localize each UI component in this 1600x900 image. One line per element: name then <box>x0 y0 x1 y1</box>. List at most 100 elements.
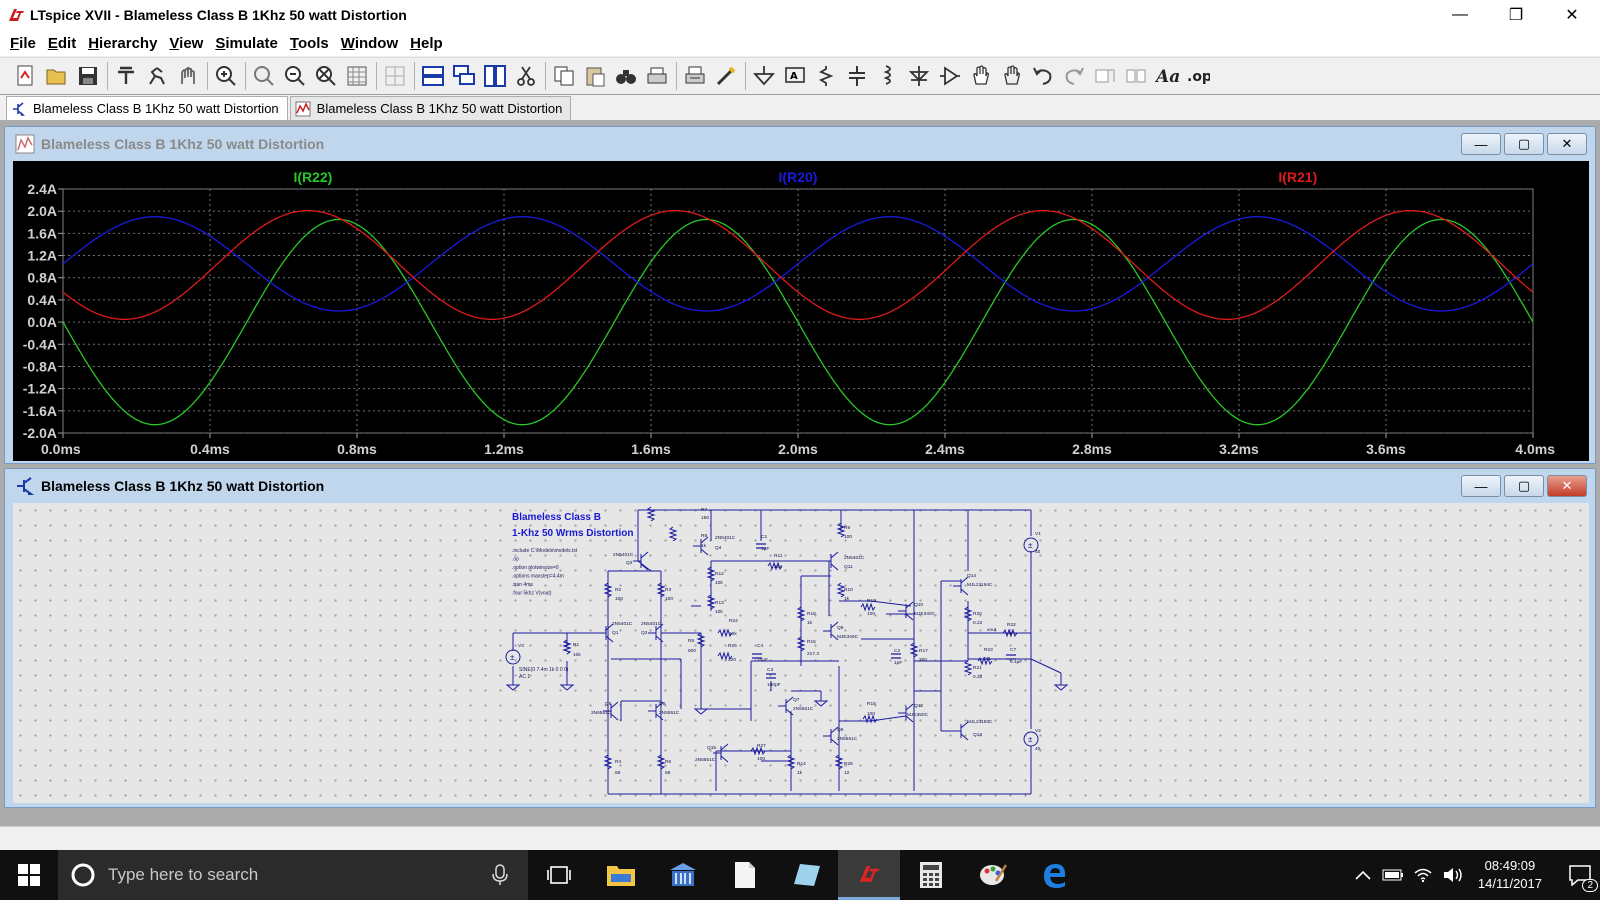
component-label[interactable]: 1k <box>844 596 850 602</box>
transistor[interactable] <box>633 551 649 571</box>
component-label[interactable]: 150 <box>701 515 709 521</box>
source-label[interactable]: AC 1 <box>519 674 530 680</box>
component-label[interactable]: 2N5401C <box>612 621 633 627</box>
menu-tools[interactable]: Tools <box>289 34 329 52</box>
transistor[interactable] <box>648 623 664 643</box>
zoom-out-button[interactable] <box>281 62 309 90</box>
open-button[interactable] <box>43 62 71 90</box>
zoom-fit-button[interactable] <box>312 62 340 90</box>
component-label[interactable]: V3 <box>518 643 524 649</box>
component-label[interactable]: 100 <box>665 596 673 602</box>
component-label[interactable]: R14 <box>797 761 806 767</box>
resistor[interactable] <box>706 594 716 610</box>
waveform-minimize-button[interactable]: — <box>1461 133 1501 155</box>
print-button[interactable] <box>643 62 671 90</box>
transistor[interactable] <box>953 576 969 596</box>
waveform-chart[interactable]: 2.4A2.0A1.6A1.2A0.8A0.4A0.0A-0.4A-0.8A-1… <box>13 161 1589 461</box>
control-panel-button[interactable] <box>652 850 714 900</box>
component-label[interactable]: R16 <box>807 611 816 617</box>
component-label[interactable]: R1 <box>573 642 579 648</box>
component-label[interactable]: Q7 <box>793 697 800 703</box>
component-label[interactable]: Q11 <box>844 564 853 570</box>
component-label[interactable]: C3 <box>767 667 773 673</box>
tile-vertical-button[interactable] <box>481 62 509 90</box>
mirror-button[interactable] <box>1122 62 1150 90</box>
component-label[interactable]: R21 <box>973 665 982 671</box>
calculator-button[interactable] <box>900 850 962 900</box>
schematic-maximize-button[interactable]: ▢ <box>1504 475 1544 497</box>
component-label[interactable]: Q3 <box>626 560 633 566</box>
component-label[interactable]: C2 <box>894 648 900 654</box>
ground-button[interactable] <box>750 62 778 90</box>
task-view-button[interactable] <box>528 850 590 900</box>
component-label[interactable]: 8 <box>1009 631 1012 637</box>
component-label[interactable]: 2N5401C <box>613 552 634 558</box>
component-label[interactable]: R22 <box>1007 622 1016 628</box>
component-label[interactable]: vout <box>987 627 997 633</box>
component-label[interactable]: 2N5551C <box>591 710 612 716</box>
component-label[interactable]: R17 <box>919 648 928 654</box>
component-label[interactable]: 2N5551C <box>837 736 858 742</box>
resistor[interactable] <box>836 582 846 598</box>
capacitor[interactable] <box>891 653 901 659</box>
halt-button[interactable] <box>174 62 202 90</box>
component-label[interactable]: R19 <box>867 598 876 604</box>
component-label[interactable]: 0.22 <box>973 620 983 626</box>
component-label[interactable]: Q14 <box>967 573 976 579</box>
capacitor[interactable] <box>752 653 762 659</box>
component-label[interactable]: Q15 <box>707 745 716 751</box>
restore-button[interactable]: ❐ <box>1508 7 1524 24</box>
run-button[interactable] <box>143 62 171 90</box>
capacitor[interactable] <box>766 673 776 679</box>
component-label[interactable]: R18 <box>867 701 876 707</box>
component-label[interactable]: 1µF <box>761 546 769 552</box>
component-label[interactable]: R10 <box>844 587 853 593</box>
zoom-in-button[interactable] <box>212 62 240 90</box>
taskbar-clock[interactable]: 08:49:09 14/11/2017 <box>1478 857 1542 893</box>
resistor[interactable] <box>977 656 993 666</box>
resistor[interactable] <box>786 754 796 770</box>
component-label[interactable]: C7 <box>1010 647 1016 653</box>
wire[interactable] <box>870 600 912 607</box>
control-panel-button[interactable] <box>112 62 140 90</box>
component-label[interactable]: R7 <box>701 507 707 513</box>
menu-view[interactable]: View <box>169 34 204 52</box>
voltage-source[interactable] <box>505 649 521 665</box>
component-label[interactable]: 2N5401C <box>641 621 662 627</box>
component-label[interactable]: 68 <box>665 770 671 776</box>
voltage-source[interactable] <box>1023 537 1039 553</box>
series-line[interactable] <box>62 218 1534 426</box>
resistor[interactable] <box>796 636 806 652</box>
component-label[interactable]: 0.22 <box>973 674 983 680</box>
text-button[interactable]: Aa <box>1153 62 1181 90</box>
resistor[interactable] <box>696 632 706 648</box>
component-label[interactable]: R8 <box>701 533 707 539</box>
component-label[interactable]: 217.3 <box>807 651 819 657</box>
component-label[interactable]: R11 <box>774 553 783 559</box>
cut-button[interactable] <box>512 62 540 90</box>
close-button[interactable]: ✕ <box>1565 7 1579 24</box>
component-label[interactable]: V1 <box>1035 531 1041 537</box>
drag-button[interactable] <box>998 62 1026 90</box>
component-label[interactable]: Q8 <box>837 727 844 733</box>
transistor[interactable] <box>693 536 709 556</box>
transistor[interactable] <box>713 743 729 763</box>
transistor[interactable] <box>898 703 914 723</box>
resistor[interactable] <box>717 628 733 638</box>
draw-wire-button[interactable] <box>712 62 740 90</box>
component-label[interactable]: 200 <box>919 657 927 663</box>
spice-directive[interactable]: .include C:\Models\models.txt <box>512 548 578 554</box>
component-label[interactable]: R23 <box>984 647 993 653</box>
component-label[interactable]: 2N5551C <box>659 710 680 716</box>
component-label[interactable]: 10k <box>715 580 723 586</box>
schematic-heading[interactable]: 1-Khz 50 Wrms Distortion <box>512 528 634 539</box>
component-label[interactable]: R15 <box>807 639 816 645</box>
wifi-icon[interactable] <box>1408 867 1438 883</box>
legend-entry[interactable]: I(R20) <box>779 169 818 185</box>
schematic-drawing[interactable]: Blameless Class B1-Khz 50 Wrms Distortio… <box>13 503 1589 803</box>
component-label[interactable]: Q13 <box>973 732 982 738</box>
component-label[interactable]: 1k <box>797 770 803 776</box>
component-label[interactable]: 100 <box>615 596 623 602</box>
component-label[interactable]: R12 <box>715 571 724 577</box>
resistor[interactable] <box>603 582 613 598</box>
